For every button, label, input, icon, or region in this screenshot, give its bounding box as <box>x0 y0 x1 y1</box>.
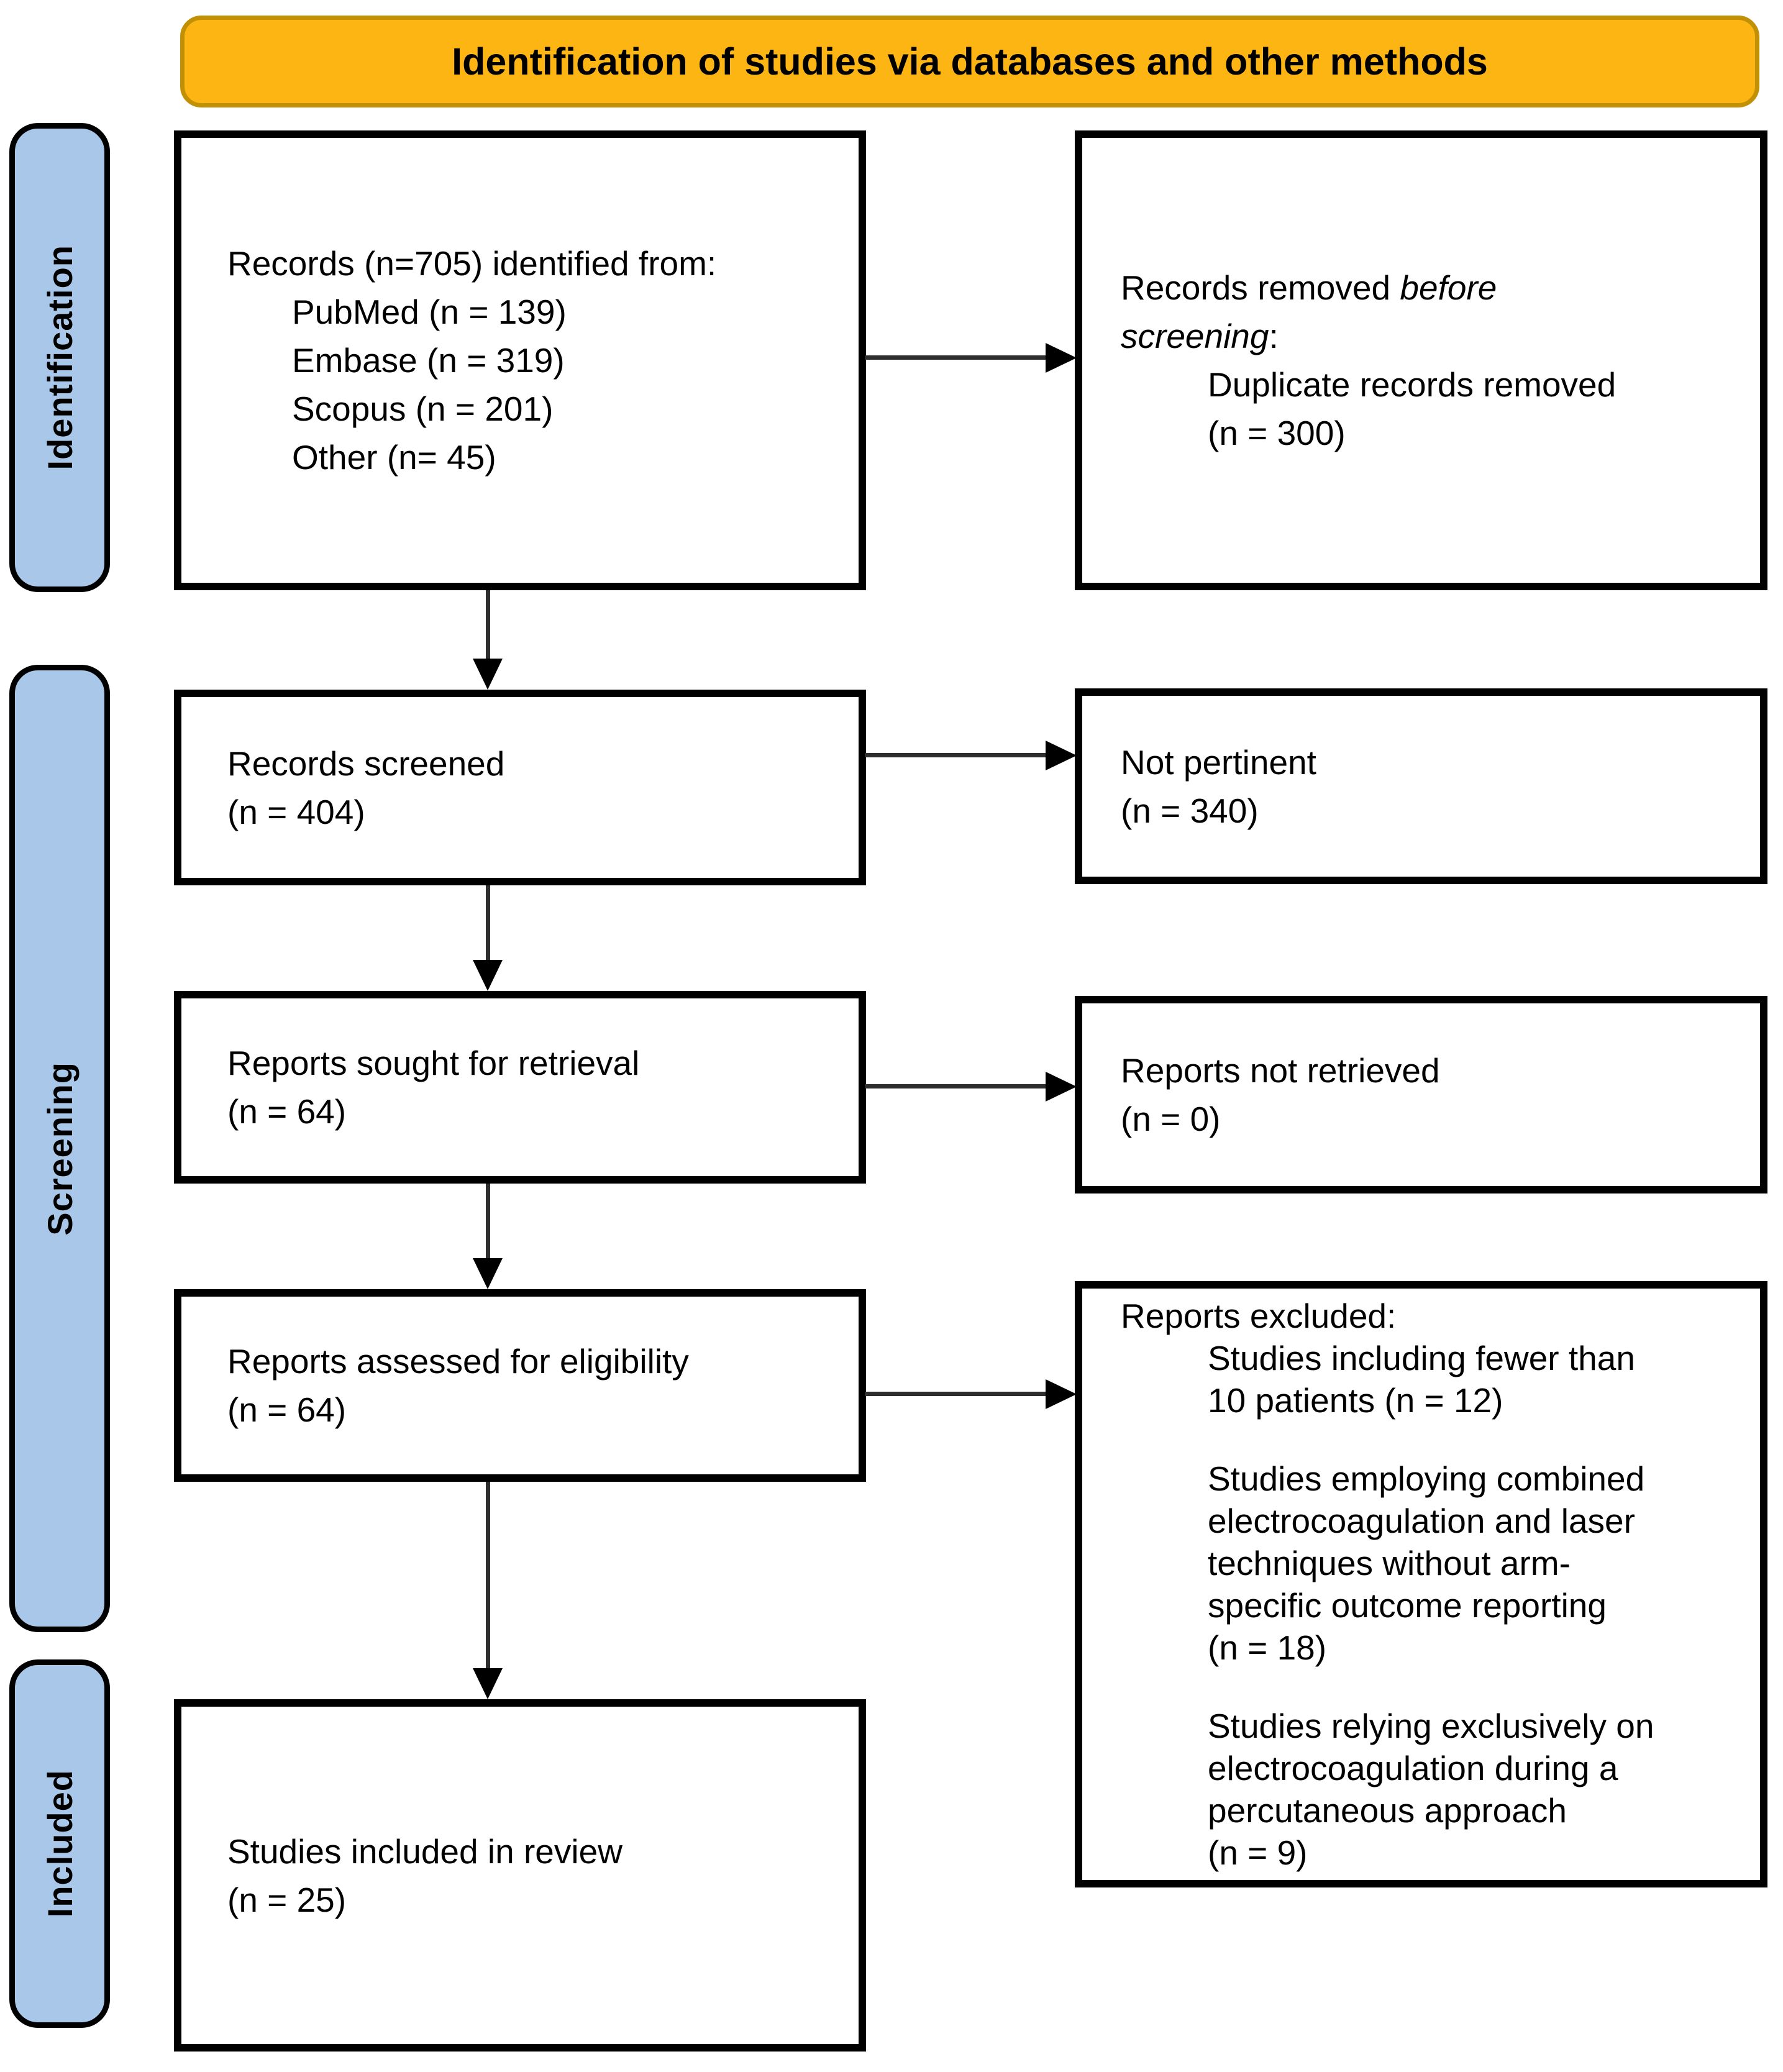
not-pertinent-label: Not pertinent <box>1121 742 1316 782</box>
duplicate-records-removed-label: Duplicate records removed <box>1208 365 1617 404</box>
excluded-reason-line: (n = 9) <box>1208 1833 1308 1872</box>
records-removed-italic-before: before <box>1400 268 1497 307</box>
records-identified-source-other: Other (n= 45) <box>292 438 496 477</box>
excluded-reason-line: (n = 18) <box>1208 1628 1327 1667</box>
arrow-identified-to-screened-arrowhead-icon <box>473 659 503 690</box>
records-removed-heading-line2: screening: <box>1121 312 1745 360</box>
records-removed-colon: : <box>1269 317 1279 355</box>
arrow-sought-to-not-retrieved-line <box>865 1084 1049 1088</box>
excluded-reason-line: Studies employing combined <box>1208 1459 1645 1498</box>
records-screened-label: Records screened <box>227 744 505 783</box>
reports-not-retrieved-count: (n = 0) <box>1121 1100 1221 1138</box>
reports-excluded-heading: Reports excluded: <box>1121 1297 1397 1335</box>
box-records-identified: Records (n=705) identified from: PubMed … <box>174 130 866 590</box>
stage-bar-included: Included <box>9 1659 110 2028</box>
records-removed-heading-line1: Records removed before <box>1121 263 1745 312</box>
stage-bar-screening: Screening <box>9 665 110 1632</box>
records-identified-source-pubmed: PubMed (n = 139) <box>292 293 567 331</box>
arrow-identified-to-removed-line <box>865 355 1049 360</box>
records-removed-prefix: Records removed <box>1121 268 1400 307</box>
reports-sought-label: Reports sought for retrieval <box>227 1044 640 1082</box>
flow-title: Identification of studies via databases … <box>452 40 1488 83</box>
excluded-reason-line: techniques without arm- <box>1208 1544 1571 1582</box>
box-records-removed-before-screening: Records removed before screening: Duplic… <box>1075 130 1767 590</box>
stage-label-identification: Identification <box>40 245 80 470</box>
arrow-identified-to-screened-line <box>486 590 490 660</box>
arrow-screened-to-not-pertinent-arrowhead-icon <box>1046 741 1077 770</box>
excluded-reason-line: electrocoagulation and laser <box>1208 1502 1635 1540</box>
arrow-screened-to-not-pertinent-line <box>865 753 1049 757</box>
studies-included-count: (n = 25) <box>227 1880 347 1919</box>
excluded-reason-line: 10 patients (n = 12) <box>1208 1381 1503 1420</box>
duplicate-records-removed-count: (n = 300) <box>1208 414 1346 452</box>
arrow-sought-to-assessed-line <box>486 1184 490 1259</box>
reports-assessed-label: Reports assessed for eligibility <box>227 1342 689 1381</box>
arrow-sought-to-not-retrieved-arrowhead-icon <box>1046 1072 1077 1102</box>
excluded-reason: Studies including fewer than 10 patients … <box>1208 1337 1745 1422</box>
records-identified-source-scopus: Scopus (n = 201) <box>292 390 554 428</box>
excluded-reason-line: Studies including fewer than <box>1208 1339 1635 1377</box>
arrow-assessed-to-excluded-line <box>865 1392 1049 1396</box>
excluded-reason-line: specific outcome reporting <box>1208 1586 1607 1625</box>
reports-not-retrieved-label: Reports not retrieved <box>1121 1051 1440 1090</box>
box-studies-included-in-review: Studies included in review (n = 25) <box>174 1699 866 2051</box>
records-removed-italic-screening: screening <box>1121 317 1269 355</box>
box-reports-assessed-for-eligibility: Reports assessed for eligibility (n = 64… <box>174 1289 866 1482</box>
box-reports-not-retrieved: Reports not retrieved (n = 0) <box>1075 996 1767 1193</box>
records-identified-source-embase: Embase (n = 319) <box>292 341 565 380</box>
stage-label-included: Included <box>40 1769 80 1918</box>
records-identified-heading: Records (n=705) identified from: <box>227 244 717 283</box>
box-reports-excluded: Reports excluded: Studies including fewe… <box>1075 1281 1767 1887</box>
excluded-reason: Studies employing combined electrocoagula… <box>1208 1458 1745 1669</box>
arrow-identified-to-removed-arrowhead-icon <box>1046 343 1077 373</box>
arrow-screened-to-sought-arrowhead-icon <box>473 960 503 991</box>
box-reports-sought-for-retrieval: Reports sought for retrieval (n = 64) <box>174 991 866 1184</box>
records-screened-count: (n = 404) <box>227 792 365 831</box>
arrow-assessed-to-excluded-arrowhead-icon <box>1046 1379 1077 1409</box>
not-pertinent-count: (n = 340) <box>1121 791 1259 830</box>
reports-assessed-count: (n = 64) <box>227 1390 347 1429</box>
stage-label-screening: Screening <box>40 1061 80 1236</box>
excluded-reason-line: Studies relying exclusively on <box>1208 1707 1654 1745</box>
excluded-reason: Studies relying exclusively on electrocoa… <box>1208 1705 1745 1874</box>
arrow-assessed-to-included-line <box>486 1482 490 1669</box>
box-not-pertinent: Not pertinent (n = 340) <box>1075 688 1767 884</box>
stage-bar-identification: Identification <box>9 123 110 592</box>
excluded-reason-line: electrocoagulation during a <box>1208 1749 1618 1787</box>
excluded-reason-line: percutaneous approach <box>1208 1791 1567 1830</box>
excluded-reasons-list: Studies including fewer than 10 patients … <box>1121 1337 1745 1874</box>
arrow-screened-to-sought-line <box>486 885 490 961</box>
reports-sought-count: (n = 64) <box>227 1092 347 1131</box>
arrow-sought-to-assessed-arrowhead-icon <box>473 1258 503 1289</box>
studies-included-label: Studies included in review <box>227 1832 622 1871</box>
title-banner: Identification of studies via databases … <box>180 16 1759 107</box>
arrow-assessed-to-included-arrowhead-icon <box>473 1668 503 1699</box>
box-records-screened: Records screened (n = 404) <box>174 690 866 885</box>
